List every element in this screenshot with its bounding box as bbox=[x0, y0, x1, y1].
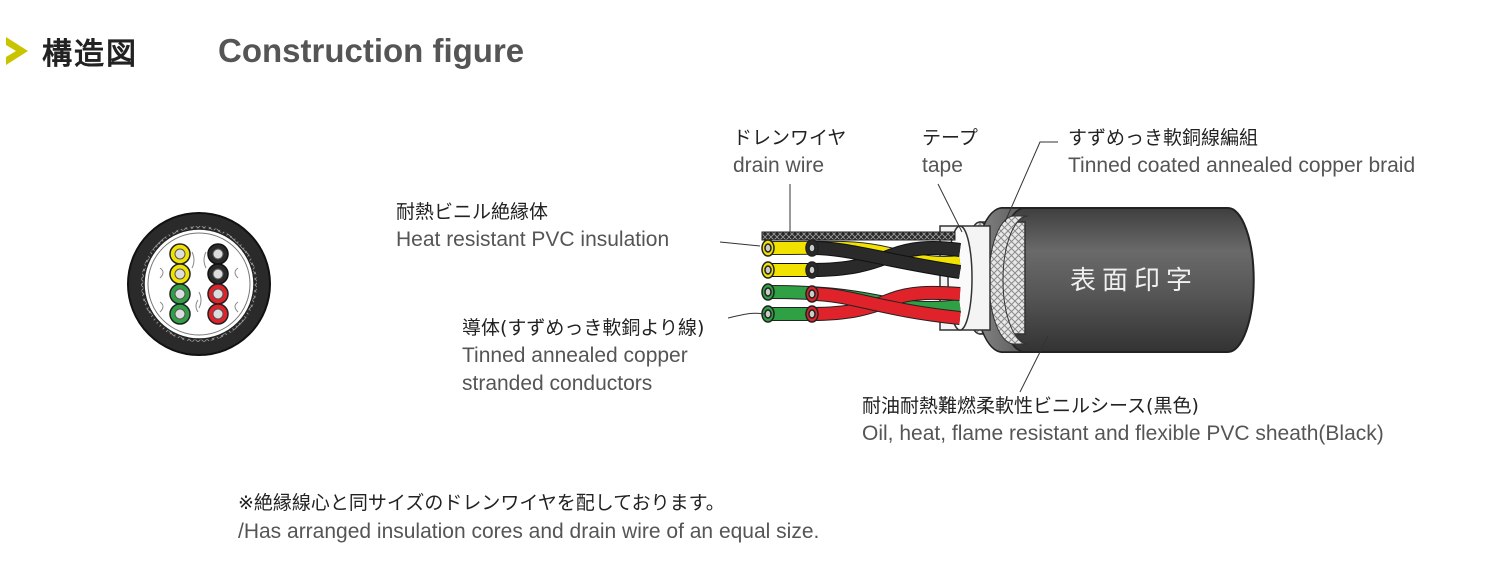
label-conductor-jp: 導体(すずめっき軟銅より線) bbox=[462, 317, 705, 339]
footnote: ※絶縁線心と同サイズのドレンワイヤを配しております。 /Has arranged… bbox=[238, 490, 819, 546]
label-braid-en: Tinned coated annealed copper braid bbox=[1068, 153, 1416, 177]
core-red-1 bbox=[207, 283, 229, 305]
label-insulation: 耐熱ビニル絶縁体 Heat resistant PVC insulation bbox=[396, 200, 669, 254]
label-braid: すずめっき軟銅線編組 Tinned coated annealed copper… bbox=[1068, 126, 1415, 180]
core-yellow-2 bbox=[169, 263, 191, 285]
title-english: Construction figure bbox=[218, 32, 525, 69]
cable-side-view bbox=[719, 141, 1255, 393]
label-drain-wire-en: drain wire bbox=[733, 153, 825, 177]
core-yellow-1 bbox=[169, 243, 191, 265]
label-conductor-en-1: Tinned annealed copper bbox=[462, 343, 688, 367]
label-conductor-en-2: stranded conductors bbox=[462, 371, 653, 395]
label-conductor: 導体(すずめっき軟銅より線) Tinned annealed copper st… bbox=[462, 316, 704, 398]
core-green-2 bbox=[169, 303, 191, 325]
label-insulation-jp: 耐熱ビニル絶縁体 bbox=[396, 201, 549, 223]
label-tape: テープ tape bbox=[922, 126, 978, 180]
label-insulation-en: Heat resistant PVC insulation bbox=[396, 227, 670, 251]
title-japanese: 構造図 bbox=[42, 37, 138, 72]
footnote-jp: ※絶縁線心と同サイズのドレンワイヤを配しております。 bbox=[238, 492, 725, 514]
core-black-2 bbox=[207, 263, 229, 285]
label-tape-en: tape bbox=[922, 153, 963, 177]
label-sheath-en: Oil, heat, flame resistant and flexible … bbox=[862, 421, 1384, 445]
label-drain-wire: ドレンワイヤ drain wire bbox=[733, 126, 846, 180]
label-sheath: 耐油耐熱難燃柔軟性ビニルシース(黒色) Oil, heat, flame res… bbox=[862, 394, 1384, 448]
label-sheath-jp: 耐油耐熱難燃柔軟性ビニルシース(黒色) bbox=[862, 395, 1199, 417]
label-tape-jp: テープ bbox=[922, 127, 978, 149]
label-braid-jp: すずめっき軟銅線編組 bbox=[1068, 127, 1259, 149]
footnote-en: /Has arranged insulation cores and drain… bbox=[238, 519, 820, 543]
arrow-right-icon bbox=[6, 37, 28, 65]
core-green-1 bbox=[169, 283, 191, 305]
surface-print-text: 表面印字 bbox=[1070, 266, 1199, 296]
label-drain-wire-jp: ドレンワイヤ bbox=[733, 127, 847, 149]
core-black-1 bbox=[207, 243, 229, 265]
section-header: 構造図 Construction figure bbox=[4, 26, 524, 76]
cross-section bbox=[127, 212, 271, 356]
core-red-2 bbox=[207, 303, 229, 325]
